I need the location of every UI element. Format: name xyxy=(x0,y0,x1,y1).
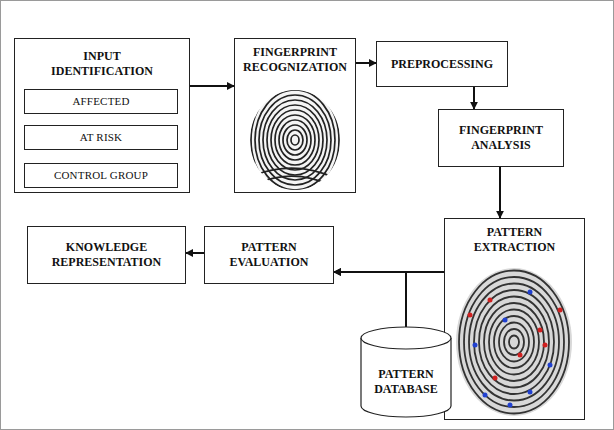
process-box: PATTERN EVALUATION xyxy=(204,226,334,284)
group-item: AT RISK xyxy=(24,125,178,150)
process-box: PREPROCESSING xyxy=(376,41,508,87)
node-label: AFFECTED xyxy=(72,95,129,109)
flow-arrow xyxy=(473,87,475,109)
node-label: PREPROCESSING xyxy=(391,57,493,72)
node-label: FINGERPRINT RECOGNIZATION xyxy=(239,45,351,75)
database-cylinder: PATTERN DATABASE xyxy=(360,326,452,418)
node-label: AT RISK xyxy=(80,131,122,145)
group-item: AFFECTED xyxy=(24,89,178,114)
image-box: FINGERPRINT RECOGNIZATION xyxy=(234,38,356,193)
extracted-pattern-image xyxy=(454,266,574,418)
process-box: KNOWLEDGE REPRESENTATION xyxy=(27,226,186,284)
group-item: CONTROL GROUP xyxy=(24,163,178,188)
node-label: CONTROL GROUP xyxy=(54,169,148,183)
node-label: KNOWLEDGE REPRESENTATION xyxy=(45,240,169,270)
process-box: FINGERPRINT ANALYSIS xyxy=(438,109,564,167)
fingerprint-image xyxy=(250,85,340,195)
node-label: INPUT IDENTIFICATION xyxy=(37,49,167,79)
flow-arrow xyxy=(190,85,234,87)
flow-arrow xyxy=(356,62,376,64)
flow-arrow xyxy=(499,167,501,218)
group-box: INPUT IDENTIFICATION AFFECTED AT RISK CONTR… xyxy=(14,38,190,193)
node-label: PATTERN EXTRACTION xyxy=(465,225,565,255)
node-label: PATTERN EVALUATION xyxy=(219,240,319,270)
image-box: PATTERN EXTRACTION xyxy=(444,218,585,420)
node-label: PATTERN DATABASE xyxy=(368,367,444,397)
flow-arrow xyxy=(186,252,204,254)
flow-arrow xyxy=(334,272,406,329)
node-label: FINGERPRINT ANALYSIS xyxy=(451,123,551,153)
